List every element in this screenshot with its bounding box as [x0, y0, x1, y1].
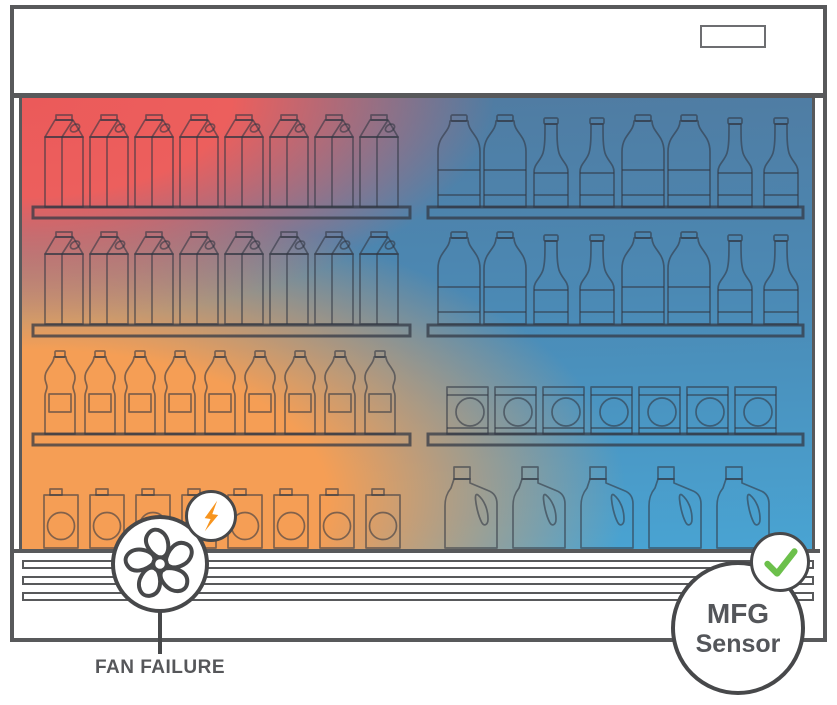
- sensor-ok-badge: [750, 532, 810, 592]
- canopy-price-tag: [700, 25, 766, 48]
- fan-icon: [123, 527, 194, 598]
- grille-slot-1: [22, 560, 814, 569]
- mfg-sensor-label: MFG Sensor: [695, 598, 781, 658]
- checkmark-icon: [764, 548, 798, 577]
- heatmap-display-area: [22, 98, 812, 551]
- shelf-boards: [31, 205, 805, 447]
- fan-failure-callout: [111, 515, 209, 613]
- canopy-divider-line: [10, 93, 827, 98]
- case-right-wall: [812, 98, 815, 551]
- shelf-products: [43, 114, 799, 549]
- lightning-bolt-icon: [204, 500, 219, 532]
- products-scene: [31, 114, 805, 549]
- fan-alert-badge: [185, 490, 237, 542]
- grille-slot-3: [22, 592, 814, 601]
- case-left-wall: [19, 98, 22, 551]
- grille-slot-2: [22, 576, 814, 585]
- mfg-sensor-callout: MFG Sensor: [671, 561, 805, 695]
- fan-failure-label: FAN FAILURE: [94, 657, 226, 678]
- fan-callout-leader-line: [158, 610, 162, 654]
- base-top-edge: [14, 549, 820, 553]
